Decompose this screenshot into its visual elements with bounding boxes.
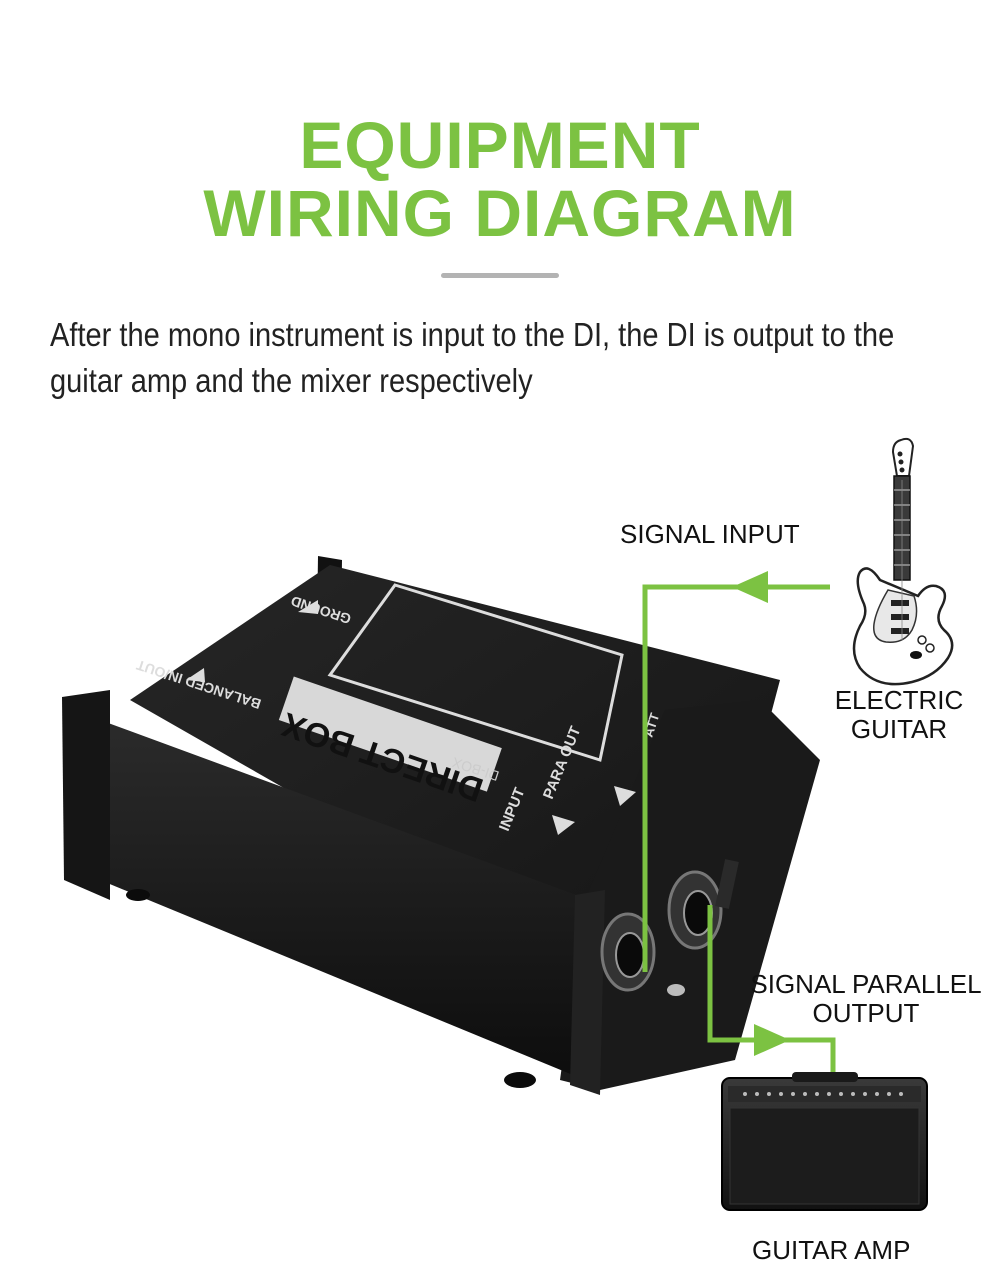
ground-triangle-marker <box>298 600 318 614</box>
signal-parallel-output-label: SIGNAL PARALLEL OUTPUT <box>750 969 982 1028</box>
guitar-icon <box>852 437 954 686</box>
para-out-jack <box>667 870 723 950</box>
device-side-panel <box>100 720 590 1080</box>
title-line-2: WIRING DIAGRAM <box>203 176 797 250</box>
balanced-triangle-marker <box>186 668 205 682</box>
parallel-output-wire <box>707 905 836 1072</box>
input-triangle-marker <box>552 815 575 835</box>
description-text: After the mono instrument is input to th… <box>50 316 895 399</box>
signal-input-label: SIGNAL INPUT <box>620 519 800 549</box>
para-out-triangle-marker <box>614 786 636 806</box>
signal-input-wire <box>642 571 830 972</box>
electric-guitar-label: ELECTRIC GUITAR <box>834 685 964 744</box>
arrow-right-icon <box>754 1024 790 1056</box>
arrow-left-icon <box>732 571 768 603</box>
title-line-1: EQUIPMENT <box>299 108 701 182</box>
direct-box-device: DIRECT BOX DI-BOX GROUND BALANCED IN/OUT… <box>62 556 820 1095</box>
guitar-amp-label: GUITAR AMP <box>752 1235 911 1265</box>
title-divider <box>441 273 559 278</box>
amp-icon <box>721 1072 928 1211</box>
input-jack <box>600 912 656 992</box>
device-left-bracket <box>62 690 110 900</box>
